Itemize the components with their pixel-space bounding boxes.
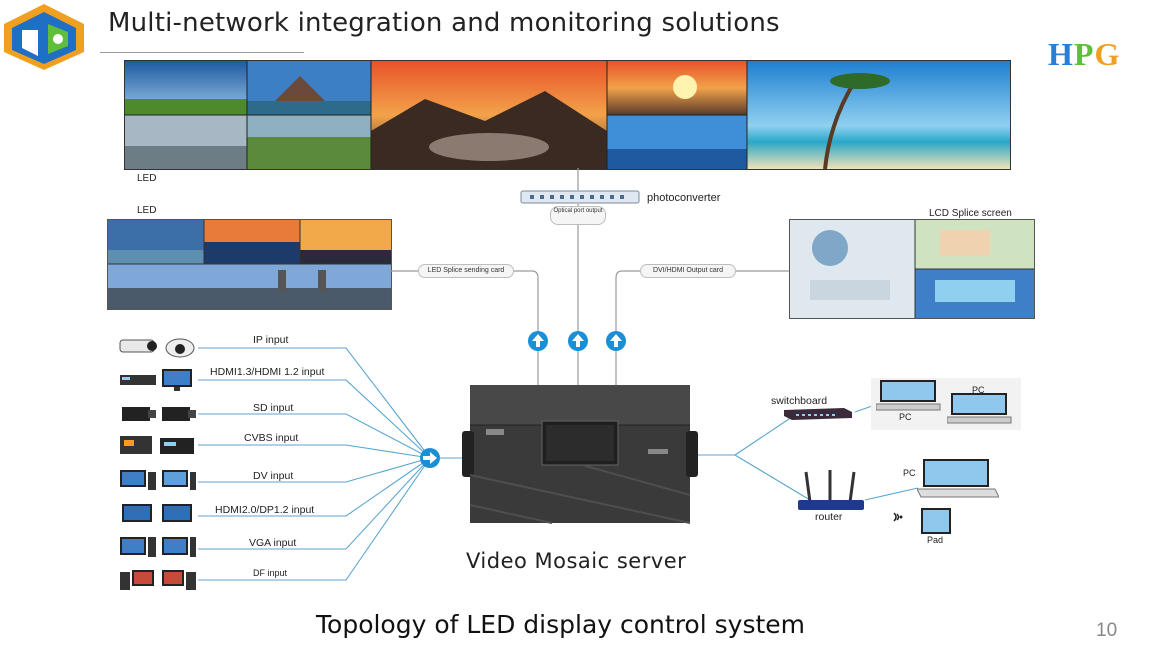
led-top-wall: [124, 60, 1011, 170]
input-label-cvbs: CVBS input: [244, 432, 299, 444]
input-label-vga: VGA input: [249, 537, 297, 549]
df-computer-icon: [118, 568, 198, 599]
led-left-label: LED: [137, 205, 157, 216]
vga-computer-icon: [118, 535, 198, 566]
up-arrow-icon: [568, 331, 588, 356]
led-top-label: LED: [137, 173, 157, 184]
switchboard-label: switchboard: [771, 395, 828, 407]
hdmi-dp-computer-icon: [118, 502, 198, 533]
router-device: [796, 470, 866, 517]
hdmi-player-icon: [118, 367, 198, 398]
logo: [2, 2, 86, 72]
server-caption: Video Mosaic server: [466, 549, 687, 573]
page-number: 10: [1096, 620, 1118, 641]
dv-computer-icon: [118, 468, 198, 499]
up-arrow-icon: [606, 331, 626, 356]
title-underline: [100, 52, 304, 53]
led-card-label: LED Splice sending card: [418, 264, 514, 278]
pad-label: Pad: [927, 535, 944, 545]
laptop-icon: [916, 459, 1000, 506]
router-label: router: [815, 511, 843, 523]
pc-monitor-icon: [946, 393, 1013, 432]
photoconverter-device: [520, 190, 640, 204]
right-arrow-icon: [420, 448, 440, 473]
input-label-dv: DV input: [253, 470, 294, 482]
brand-wordmark: HPG: [1048, 36, 1121, 72]
tablet-icon: [921, 508, 951, 539]
video-mosaic-server: [462, 385, 698, 525]
led-left-wall: [107, 219, 392, 310]
input-label-sd: SD input: [253, 402, 294, 414]
input-label-df: DF input: [253, 568, 288, 578]
photoconverter-label: photoconverter: [647, 192, 721, 204]
lcd-label: LCD Splice screen: [929, 208, 1012, 219]
pc-label: PC: [899, 412, 912, 422]
cvbs-device-icon: [118, 432, 198, 463]
switchboard-device: [782, 406, 854, 425]
ip-camera-icon: [118, 334, 198, 365]
optical-port-label: Optical port output: [550, 206, 606, 225]
input-label-hdmi20: HDMI2.0/DP1.2 input: [215, 504, 315, 516]
up-arrow-icon: [528, 331, 548, 356]
pc-label: PC: [903, 468, 916, 478]
input-label-ip: IP input: [253, 334, 289, 346]
sd-camera-icon: [118, 401, 198, 432]
input-label-hdmi13: HDMI1.3/HDMI 1.2 input: [210, 366, 325, 378]
page-title: Multi-network integration and monitoring…: [108, 8, 780, 38]
pc-label: PC: [972, 385, 985, 395]
dvi-card-label: DVI/HDMI Output card: [640, 264, 736, 278]
footer-caption: Topology of LED display control system: [316, 610, 806, 639]
pc-monitor-icon: [875, 380, 942, 419]
lcd-splice-screen: [789, 219, 1035, 319]
wifi-icon: [892, 511, 904, 526]
